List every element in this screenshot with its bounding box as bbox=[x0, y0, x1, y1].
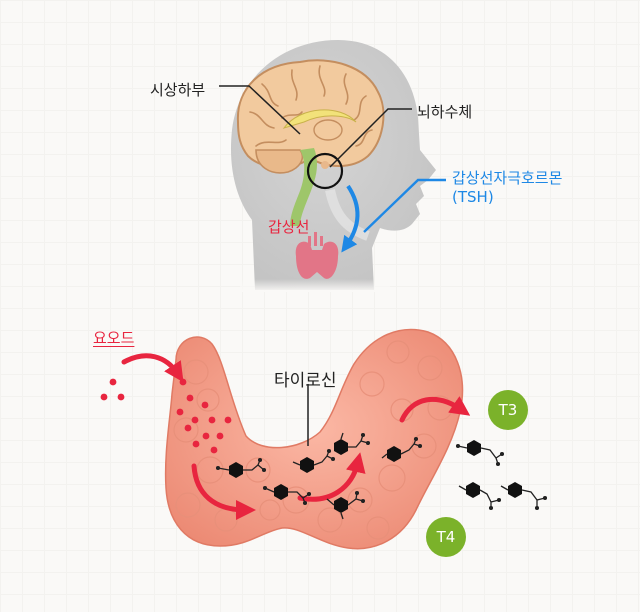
lower-arrow bbox=[191, 463, 256, 520]
t3-badge: T3 bbox=[488, 390, 528, 430]
iodine-arrow bbox=[121, 353, 184, 383]
iodine-dots bbox=[100, 378, 232, 454]
tsh-label-line2: (TSH) bbox=[452, 188, 494, 206]
t4-badge: T4 bbox=[426, 517, 466, 557]
neck-thyroid bbox=[295, 232, 339, 279]
hypothalamus-label: 시상하부 bbox=[150, 81, 206, 99]
tsh-arrow bbox=[341, 184, 360, 253]
brain bbox=[236, 59, 385, 226]
hypothalamus-leader bbox=[219, 85, 301, 135]
pituitary-leader bbox=[329, 108, 412, 168]
pituitary-circle bbox=[306, 152, 344, 190]
tsh-label: 갑상선자극호르몬 (TSH) bbox=[452, 169, 562, 207]
middle-arrow bbox=[297, 452, 366, 502]
output-arrow bbox=[399, 396, 471, 423]
thyroid-label: 갑상선 bbox=[268, 218, 310, 236]
large-thyroid bbox=[164, 328, 464, 550]
pituitary-label: 뇌하수체 bbox=[417, 103, 473, 121]
molecules bbox=[215, 432, 548, 520]
tsh-leader bbox=[363, 178, 446, 233]
tsh-label-line1: 갑상선자극호르몬 bbox=[452, 169, 563, 187]
iodine-label: 요오드 bbox=[93, 329, 135, 347]
tyrosine-label: 타이로신 bbox=[274, 371, 337, 391]
